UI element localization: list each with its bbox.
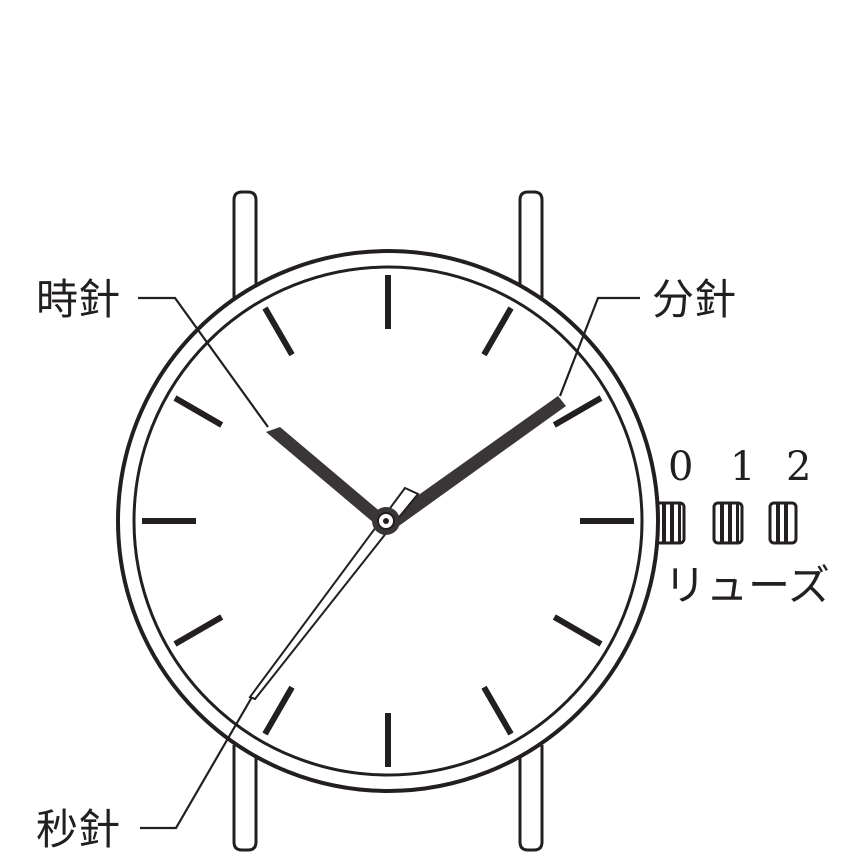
label-crown: リューズ <box>664 561 830 610</box>
crown-position-2: 2 <box>786 444 811 490</box>
leader-line-second-hand <box>140 696 253 830</box>
hour-markers <box>142 275 634 767</box>
hour-marker <box>262 306 295 357</box>
crown-icon-position-0 <box>654 501 686 545</box>
hour-hand <box>266 427 383 523</box>
hour-marker <box>552 395 603 428</box>
hour-marker <box>262 685 295 736</box>
hour-marker <box>552 614 603 647</box>
crown-icon-position-1 <box>712 501 744 545</box>
label-hour-hand: 時針 <box>36 275 120 324</box>
crown-icon-position-2 <box>768 501 798 545</box>
hour-marker <box>481 306 514 357</box>
label-minute-hand: 分針 <box>652 275 736 324</box>
center-pin-core <box>383 518 389 524</box>
hour-marker <box>173 395 224 428</box>
hour-marker <box>173 614 224 647</box>
lugs-bottom <box>232 745 544 852</box>
leader-line-minute-hand <box>558 296 640 397</box>
leader-line-hour-hand <box>138 296 269 428</box>
label-second-hand: 秒針 <box>36 805 120 854</box>
minute-hand <box>389 396 566 528</box>
crown-position-1: 1 <box>730 444 755 490</box>
lugs-top <box>232 190 544 300</box>
crown-position-0: 0 <box>668 444 693 490</box>
hour-marker <box>481 685 514 736</box>
